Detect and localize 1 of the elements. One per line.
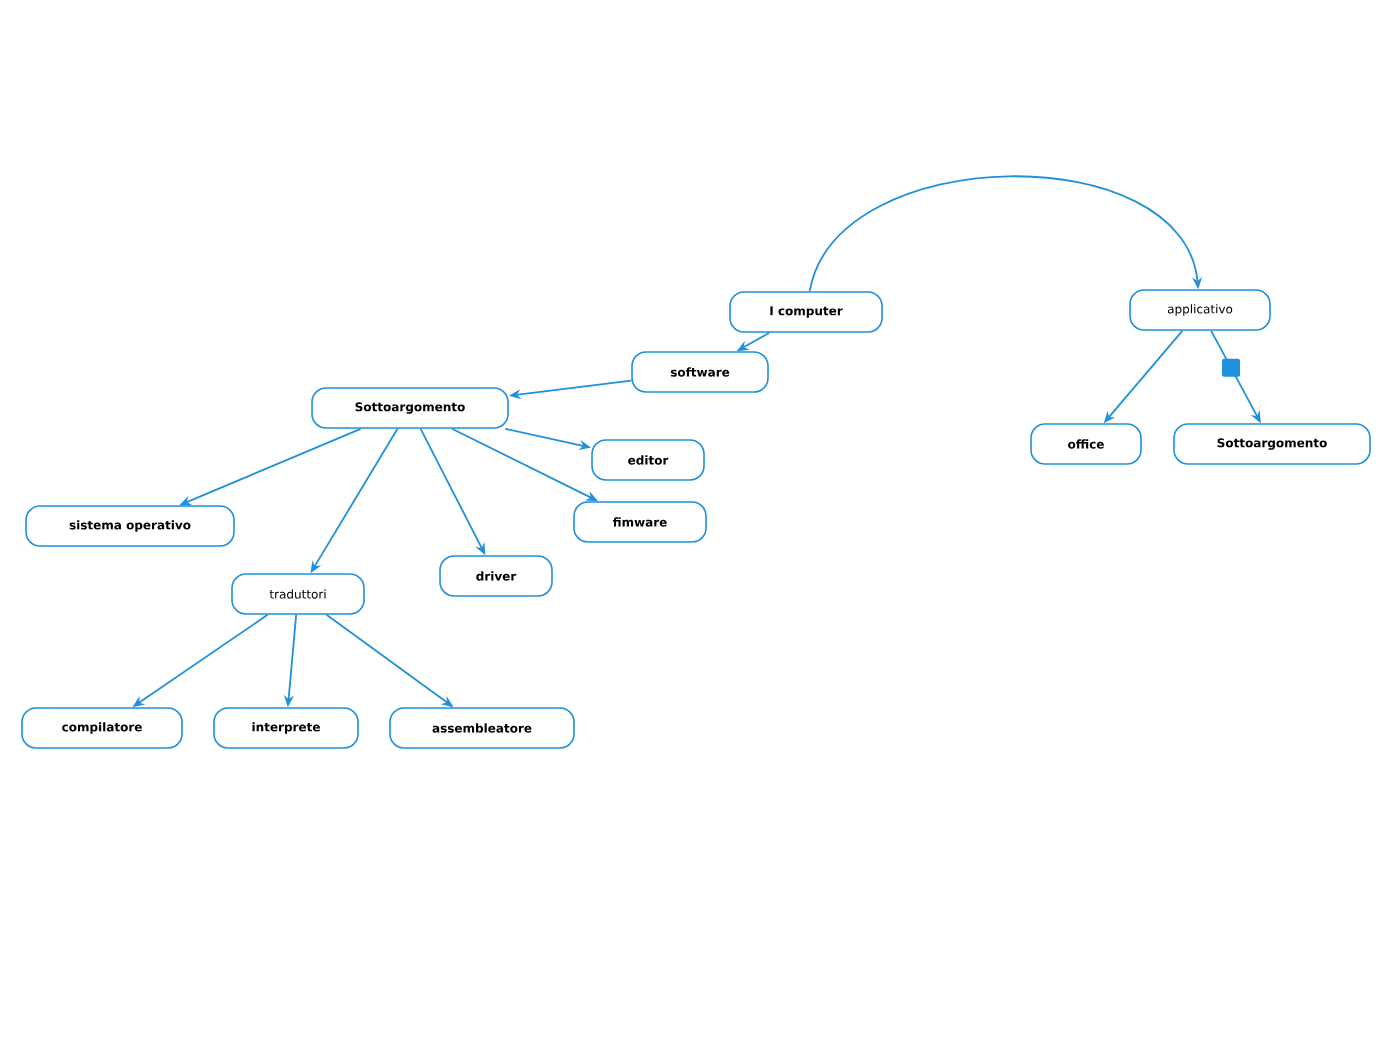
- arrow: [808, 175, 1203, 293]
